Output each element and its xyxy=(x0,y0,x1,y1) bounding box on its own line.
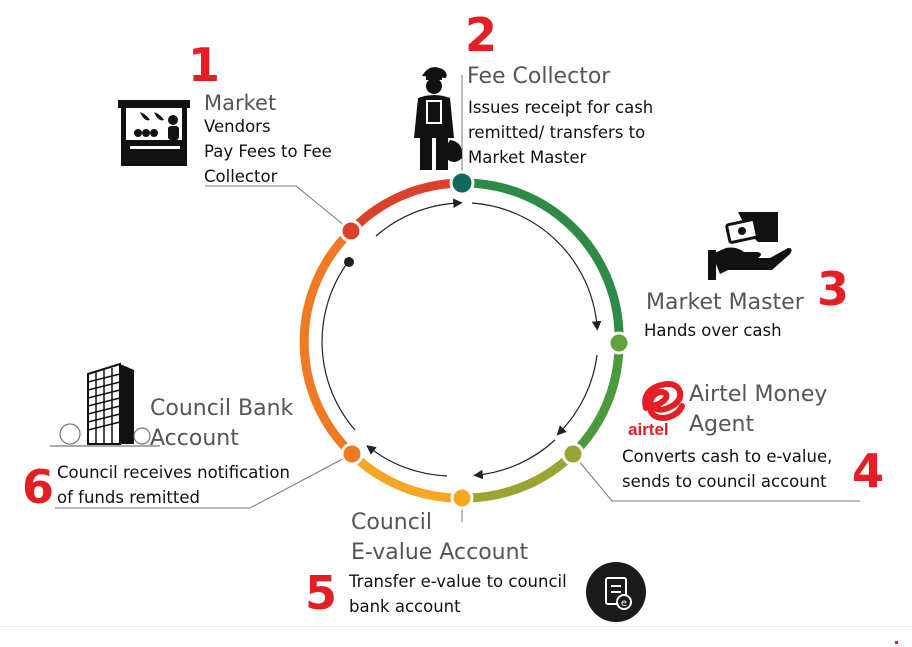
step-4-description: Converts cash to e-value, sends to counc… xyxy=(622,444,832,494)
ring-segment-olive xyxy=(461,450,577,503)
step-2-desc-line: remitted/ transfers to xyxy=(468,123,646,142)
connector-1 xyxy=(205,185,352,232)
airtel-wordmark: airtel xyxy=(628,420,669,439)
step-1-description: Vendors Pay Fees to Fee Collector xyxy=(204,114,332,189)
arrow-6-to-start xyxy=(321,261,356,431)
cash-handover-icon xyxy=(708,212,792,280)
step-3-title: Market Master xyxy=(646,290,804,315)
step-5-title-line: E-value Account xyxy=(351,540,529,565)
inner-start-dot xyxy=(344,257,354,267)
arrow-5-to-6 xyxy=(366,445,448,477)
outer-ring xyxy=(299,178,624,503)
arrow-3-to-4 xyxy=(556,354,598,436)
node-step-3 xyxy=(607,331,631,355)
step-4-title-line: Airtel Money xyxy=(689,382,828,407)
step-5-desc-line: bank account xyxy=(349,597,461,616)
step-3-number: 3 xyxy=(817,262,850,316)
arrow-1-to-2 xyxy=(375,198,463,237)
connector-lines xyxy=(55,75,860,522)
footer-divider xyxy=(0,626,912,627)
fee-collector-icon xyxy=(414,67,463,170)
ring-segment-red xyxy=(347,178,463,235)
node-step-6 xyxy=(340,442,364,466)
step-5-number: 5 xyxy=(305,566,338,620)
step-4-title: Airtel Money Agent xyxy=(689,380,827,440)
step-6-desc-line: Council receives notification xyxy=(57,463,290,482)
step-2-number: 2 xyxy=(465,8,498,62)
step-1-number: 1 xyxy=(188,38,221,92)
inner-arrows xyxy=(321,198,602,480)
e-value-document-icon: e xyxy=(586,562,646,622)
node-step-1 xyxy=(339,219,363,243)
step-1-desc-line: Vendors xyxy=(204,117,271,136)
arrow-4-to-5 xyxy=(473,439,556,480)
connector-4 xyxy=(572,453,860,502)
node-step-4 xyxy=(561,442,585,466)
ring-segment-green xyxy=(461,178,624,344)
step-5-description: Transfer e-value to council bank account xyxy=(349,569,567,619)
arrow-2-to-3 xyxy=(471,202,602,331)
market-stall-icon xyxy=(118,100,190,166)
svg-text:e: e xyxy=(621,598,627,609)
step-2-description: Issues receipt for cash remitted/ transf… xyxy=(468,95,653,170)
step-5-title-line: Council xyxy=(351,510,433,535)
step-5-desc-line: Transfer e-value to council xyxy=(349,572,567,591)
airtel-logo-icon xyxy=(642,381,685,422)
step-6-desc-line: of funds remitted xyxy=(57,488,200,507)
step-6-title-line: Council Bank xyxy=(150,396,294,421)
step-6-title: Council Bank Account xyxy=(150,394,293,454)
step-3-description: Hands over cash xyxy=(644,321,782,340)
step-4-title-line: Agent xyxy=(689,412,755,437)
step-2-desc-line: Market Master xyxy=(468,148,587,167)
ring-segment-amber xyxy=(348,450,463,503)
step-1-title: Market xyxy=(204,91,277,115)
ring-segment-green-olive xyxy=(569,342,624,458)
ring-nodes xyxy=(339,170,631,510)
connector-6 xyxy=(55,453,353,509)
corner-mark xyxy=(895,641,898,644)
step-2-title: Fee Collector xyxy=(467,64,611,89)
step-4-desc-line: Converts cash to e-value, xyxy=(622,447,833,466)
step-4-number: 4 xyxy=(852,444,885,498)
node-step-2 xyxy=(449,170,475,196)
node-step-5 xyxy=(450,486,474,510)
step-5-title: Council E-value Account xyxy=(351,508,528,568)
step-6-title-line: Account xyxy=(150,426,239,451)
step-1-desc-line: Pay Fees to Fee xyxy=(204,142,332,161)
step-6-description: Council receives notification of funds r… xyxy=(57,460,290,510)
step-6-number: 6 xyxy=(22,460,55,514)
step-4-desc-line: sends to council account xyxy=(622,472,827,491)
step-1-desc-line: Collector xyxy=(204,167,278,186)
bank-building-icon xyxy=(50,362,160,447)
step-2-desc-line: Issues receipt for cash xyxy=(468,98,654,117)
ring-segment-orange xyxy=(299,227,356,458)
